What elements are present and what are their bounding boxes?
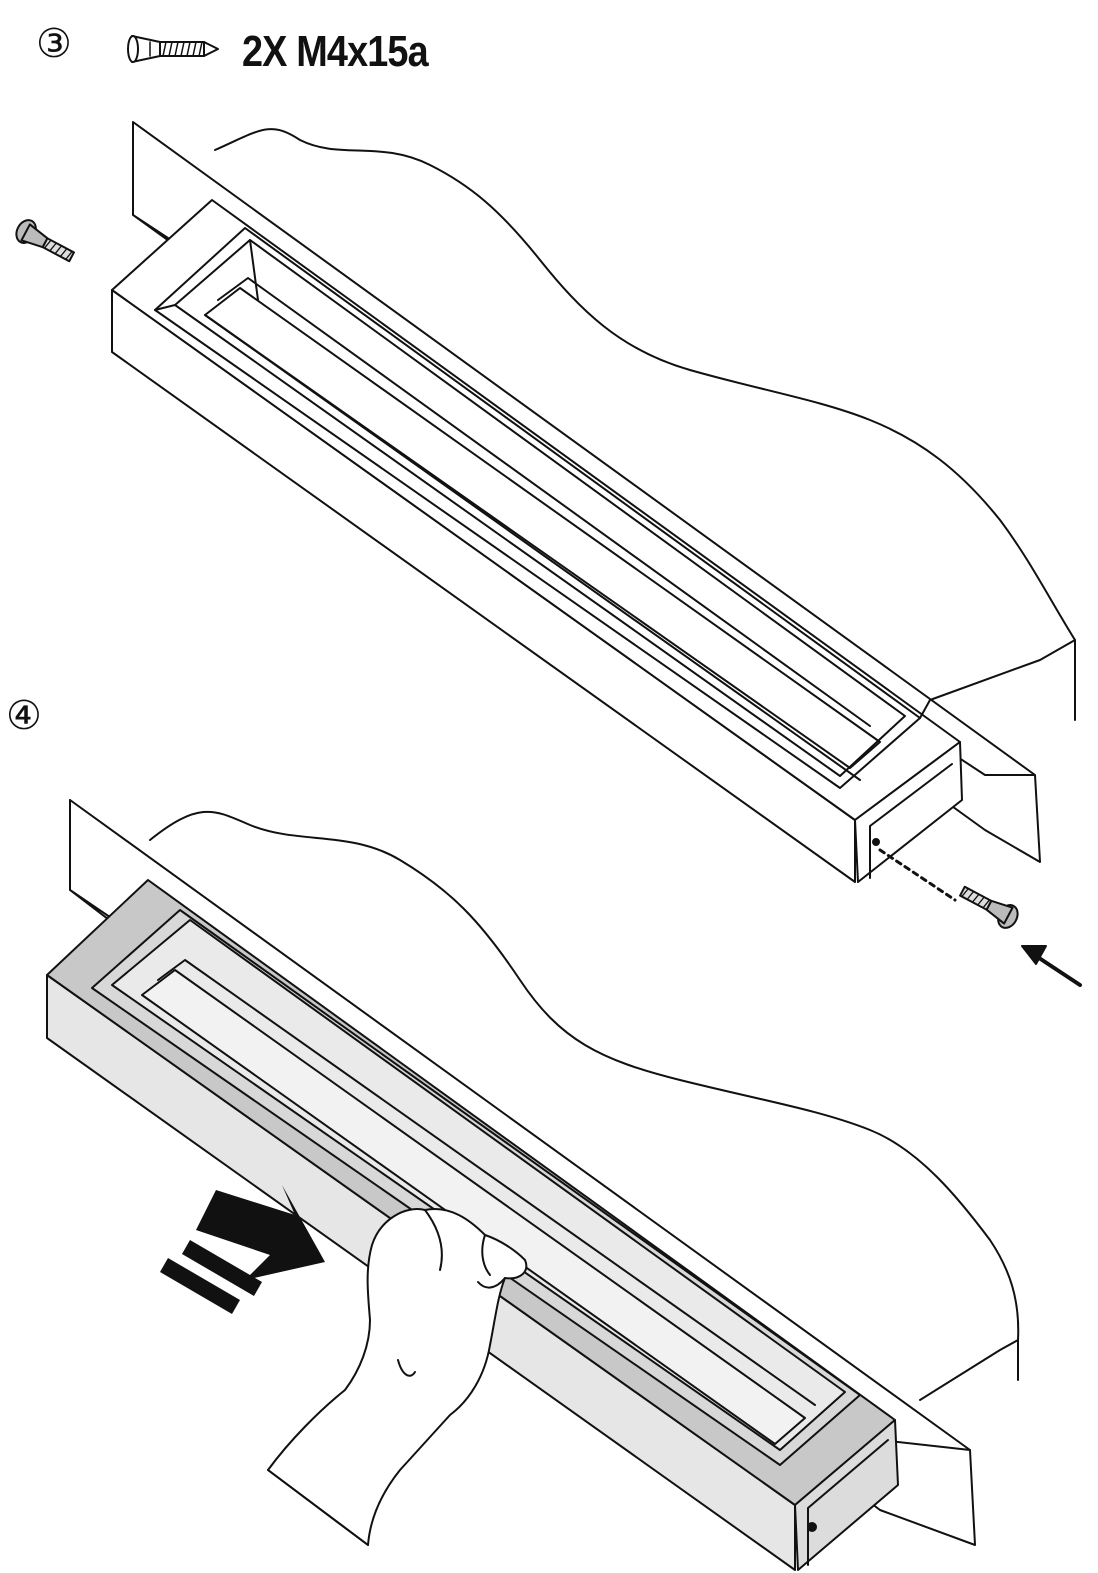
screw-left: [15, 219, 75, 263]
gloved-hand-icon: [267, 1208, 528, 1546]
countersunk-screw-icon: [127, 35, 219, 63]
step-4-number: ④: [6, 694, 42, 738]
door-outline-4: [149, 810, 1020, 1381]
screw-right: [959, 885, 1019, 929]
step-3-number: ③: [36, 22, 72, 66]
step-4-drawing: [46, 799, 1020, 1571]
door-outline: [214, 128, 1076, 721]
push-arrow-icon: [160, 1185, 325, 1314]
step-3-drawing: [15, 121, 1082, 987]
insert-path: [878, 848, 957, 902]
screw-spec-label: 2X M4x15a: [242, 27, 429, 76]
insert-arrow-icon: [1021, 945, 1082, 987]
